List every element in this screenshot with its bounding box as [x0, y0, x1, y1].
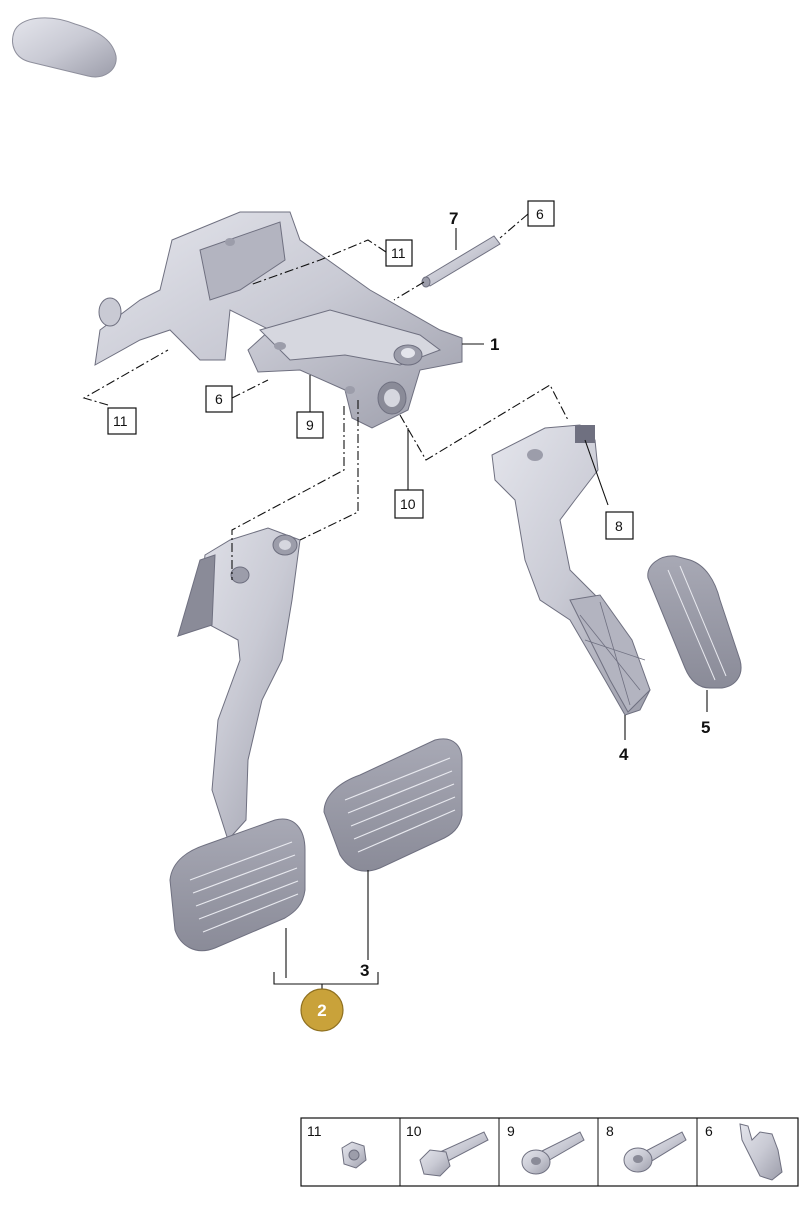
svg-text:9: 9: [507, 1123, 515, 1139]
pedal-bracket-part: [94, 211, 463, 429]
svg-text:9: 9: [306, 417, 314, 433]
callout-7: 7: [449, 209, 458, 228]
svg-text:6: 6: [536, 206, 544, 222]
svg-text:11: 11: [307, 1123, 322, 1139]
hex-nut-icon: [341, 1141, 367, 1169]
svg-text:4: 4: [619, 745, 629, 764]
callout-4: 4: [619, 745, 629, 764]
fastener-legend: 11 10 9 8: [300, 1117, 799, 1187]
accelerator-pedal-part: [491, 424, 651, 716]
callout-2-badge: 2: [300, 988, 344, 1032]
callout-6-top: 6: [527, 200, 555, 227]
svg-text:5: 5: [701, 718, 710, 737]
svg-text:11: 11: [113, 413, 128, 429]
svg-text:8: 8: [615, 518, 623, 534]
accelerator-pad-part: [647, 555, 742, 689]
svg-text:11: 11: [391, 245, 406, 261]
callout-11-top: 11: [385, 239, 413, 267]
callout-11-left: 11: [107, 407, 137, 435]
svg-text:6: 6: [705, 1123, 713, 1139]
legend-cell-8: 8: [606, 1123, 687, 1173]
legend-cell-10: 10: [406, 1123, 489, 1177]
svg-text:2: 2: [317, 1001, 326, 1020]
svg-text:10: 10: [400, 496, 416, 512]
legend-cell-9: 9: [507, 1123, 585, 1175]
pivot-pin-part: [421, 235, 501, 288]
brake-pedal-pad-part: [323, 738, 463, 872]
flange-bolt-icon: [521, 1131, 585, 1175]
svg-text:3: 3: [360, 961, 369, 980]
leader-lines: [82, 213, 708, 992]
callout-1: 1: [490, 335, 499, 354]
callout-8: 8: [605, 511, 634, 540]
svg-text:1: 1: [490, 335, 499, 354]
svg-text:10: 10: [406, 1123, 422, 1139]
hex-bolt-icon: [419, 1131, 489, 1177]
svg-text:6: 6: [215, 391, 223, 407]
callout-5: 5: [701, 718, 710, 737]
vehicle-thumbnail-icon: [12, 17, 117, 78]
legend-cell-6: 6: [705, 1123, 783, 1181]
clutch-pedal-part: [169, 527, 306, 952]
callout-10: 10: [394, 489, 424, 519]
callout-6-left: 6: [205, 385, 233, 413]
spring-clip-icon: [739, 1123, 783, 1181]
callout-9: 9: [296, 411, 324, 439]
svg-text:8: 8: [606, 1123, 614, 1139]
callout-3: 3: [360, 961, 369, 980]
flange-bolt-icon: [623, 1131, 687, 1173]
legend-cell-11: 11: [307, 1123, 367, 1169]
svg-text:7: 7: [449, 209, 458, 228]
